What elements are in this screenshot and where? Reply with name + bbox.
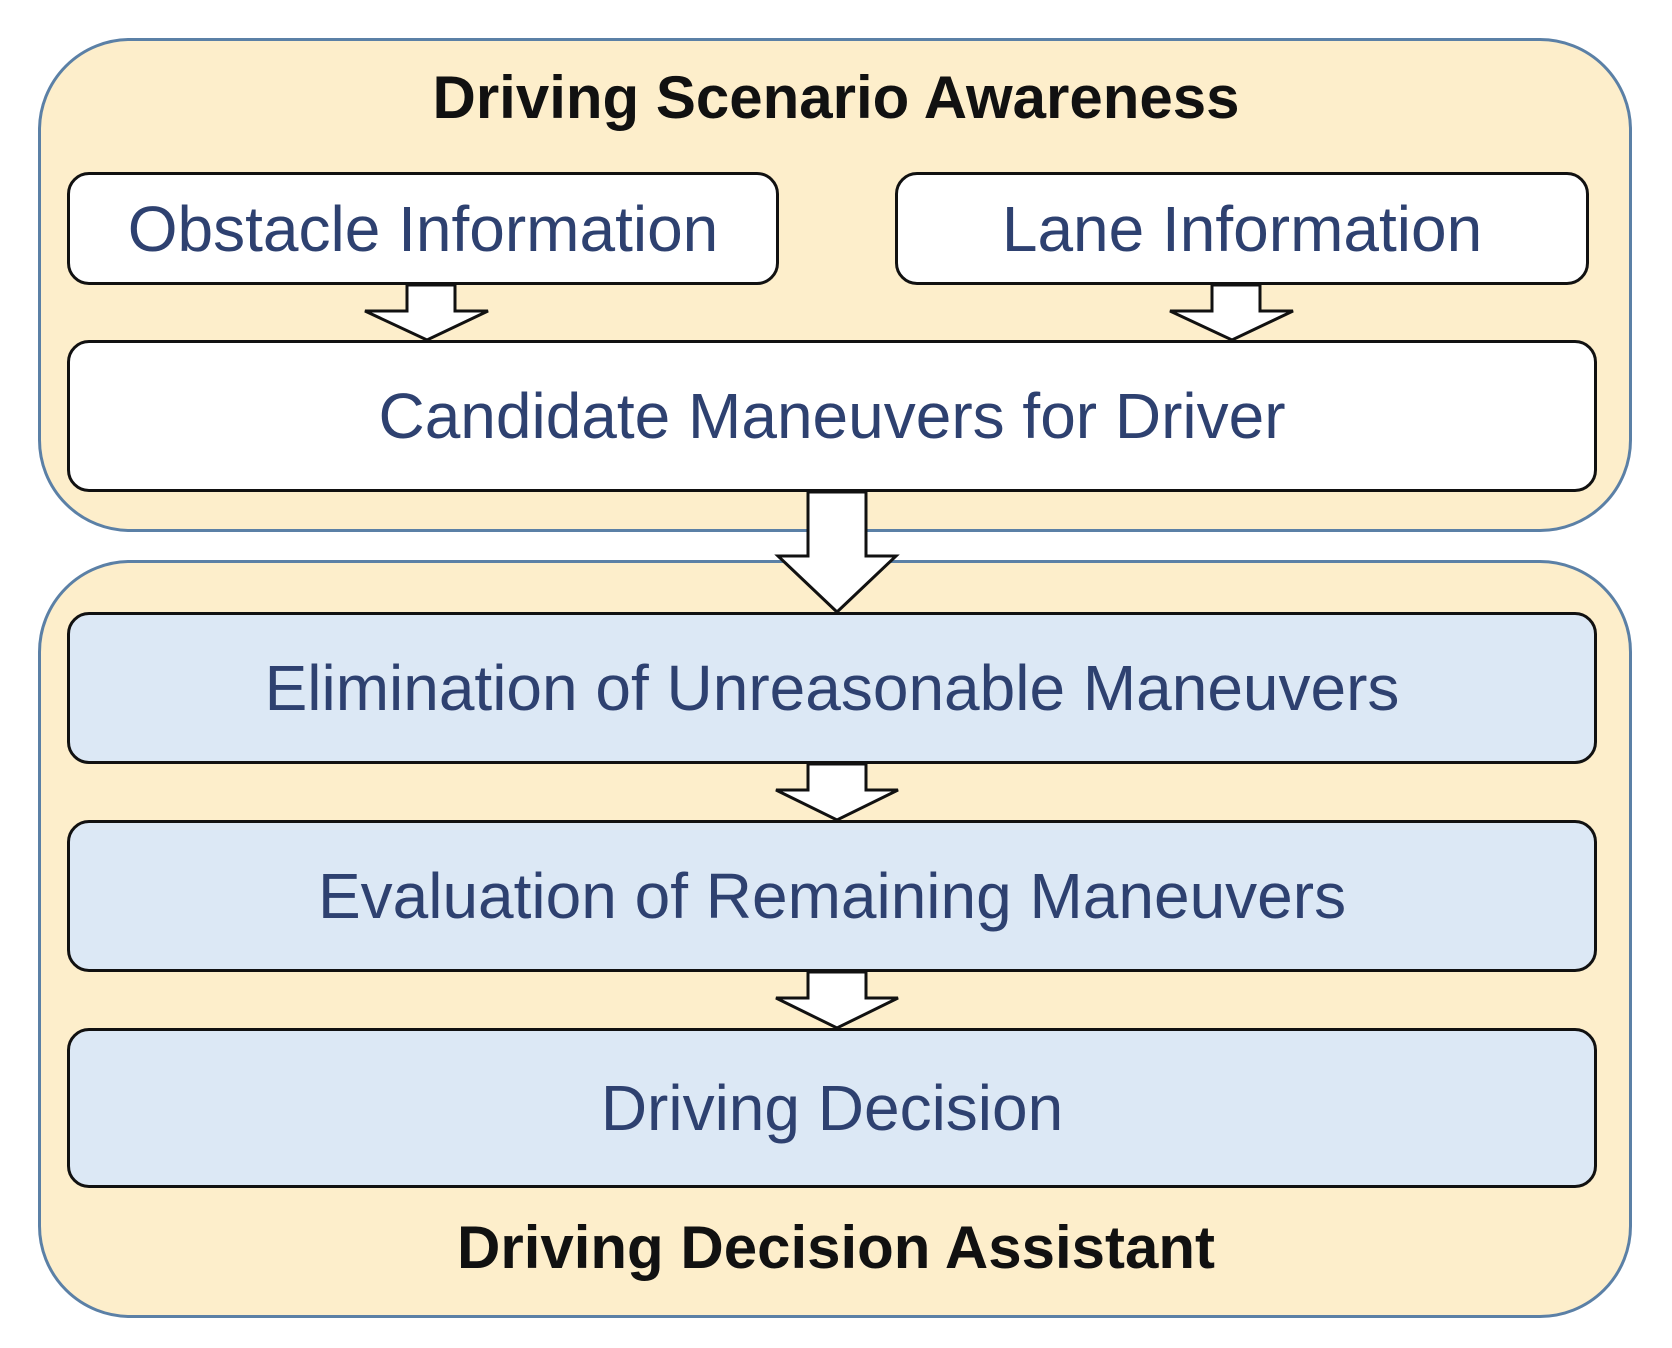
arrow-obstacle-to-candidate-icon <box>364 283 489 342</box>
driving-decision-label: Driving Decision <box>600 1072 1064 1144</box>
elimination-label: Elimination of Unreasonable Maneuvers <box>264 652 1400 724</box>
driving-scenario-awareness-title: Driving Scenario Awareness <box>432 64 1240 131</box>
evaluation-label: Evaluation of Remaining Maneuvers <box>317 860 1347 932</box>
arrow-lane-to-candidate-icon <box>1169 283 1294 342</box>
arrow-candidate-to-elimination-icon <box>774 490 900 615</box>
obstacle-information-box: Obstacle Information <box>67 172 779 285</box>
lane-information-label: Lane Information <box>1001 192 1483 265</box>
obstacle-information-label: Obstacle Information <box>127 192 719 265</box>
elimination-box: Elimination of Unreasonable Maneuvers <box>67 612 1597 764</box>
candidate-maneuvers-label: Candidate Maneuvers for Driver <box>378 380 1286 452</box>
arrow-elimination-to-evaluation-icon <box>775 762 899 822</box>
driving-decision-box: Driving Decision <box>67 1028 1597 1188</box>
arrow-evaluation-to-decision-icon <box>775 970 899 1030</box>
driving-decision-assistant-title: Driving Decision Assistant <box>457 1214 1215 1281</box>
